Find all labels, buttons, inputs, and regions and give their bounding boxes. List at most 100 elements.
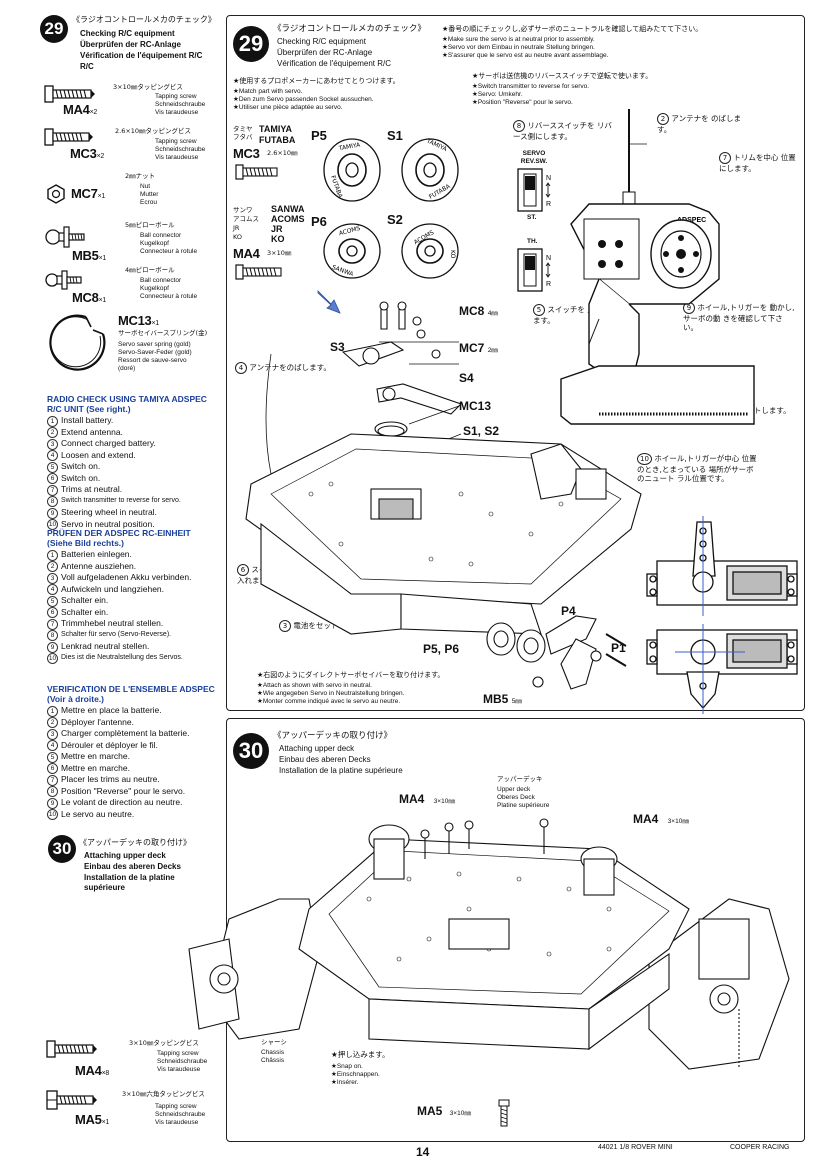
part-mc3-code: MC3×2 <box>70 146 104 161</box>
part-mc8-name-en: Ball connector <box>140 277 182 284</box>
reverse-switch-st: N R <box>517 168 551 212</box>
chassis-fr: Châssis <box>261 1057 285 1064</box>
part30-ma5-name-de: Schneidschraube <box>155 1111 206 1118</box>
callout-2: 2 アンテナを のばします。 <box>657 113 741 134</box>
check-fr-title: VERIFICATION DE L'ENSEMBLE ADSPEC (Voir … <box>47 684 215 704</box>
footer-code: 44021 1/8 ROVER MINI <box>598 1144 673 1151</box>
step-29-panel-title-en: Checking R/C equipment <box>277 37 366 46</box>
step-29-title-de: Überprüfen der RC-Anlage <box>80 40 181 49</box>
snap-fr: ★Insérer. <box>331 1079 359 1086</box>
part-ma4-name-en: Tapping screw <box>155 93 197 100</box>
check-item-number: 4 <box>47 584 58 595</box>
label-ma4-right: MA4 3×10㎜ <box>633 812 689 826</box>
tamiya-screw-code: MC3 <box>233 146 260 161</box>
check-item-number: 9 <box>47 507 58 519</box>
check-item-text: Extend antenna. <box>61 426 123 437</box>
arrow-down-right-icon <box>317 290 341 314</box>
check-item-number: 10 <box>47 809 58 820</box>
sanwa-screw-code: MA4 <box>233 246 260 261</box>
reverse-note-en: ★Switch transmitter to reverse for servo… <box>472 83 590 90</box>
callout-8: 8 リバーススイッチを リバース側にします。 <box>513 120 612 141</box>
part-mc8-jp: 4㎜ピローボール <box>125 266 175 274</box>
part-ma4-code: MA4×2 <box>63 102 97 117</box>
check-item-number: 5 <box>47 751 58 763</box>
part-mb5-name-en: Ball connector <box>140 232 182 239</box>
check-item-number: 1 <box>47 415 58 427</box>
check-item-text: Switch transmitter to reverse for servo. <box>61 496 181 504</box>
callout-3: 3 電池をセットします。 <box>279 620 389 632</box>
spring-name-de: Servo-Saver-Feder (gold) <box>118 349 192 356</box>
attach-note-de: ★Wie angegeben Servo in Neutralstellung … <box>257 690 405 697</box>
check-item-text: Switch on. <box>61 472 101 483</box>
check-item-number: 1 <box>47 705 58 717</box>
part-mc3-jp: 2.6×10㎜タッピングビス <box>115 127 192 135</box>
servo-saver-s2-icon: ACOMS KO <box>401 223 459 279</box>
propo-note-de: ★Den zum Servo passenden Sockel aussuche… <box>233 96 374 103</box>
servo-horn-p6-icon: ACOMS SANWA <box>323 223 381 279</box>
servo-rev-label: SERVO REV.SW. <box>520 150 548 165</box>
callout-7: 7 トリムを中心 位置にします。 <box>719 152 796 173</box>
propo-note-en: ★Match part with servo. <box>233 88 303 95</box>
check-en-title: RADIO CHECK USING TAMIYA ADSPEC R/C UNIT… <box>47 394 207 414</box>
attach-note-jp: ★右図のようにダイレクトサーボセイバーを取り付けます。 <box>257 671 445 679</box>
step-30-title-jp: 《アッパーデッキの取り付け》 <box>79 838 191 847</box>
label-mc7: MC7 2㎜ <box>459 341 498 355</box>
check-item-text: Trimmhebel neutral stellen. <box>61 618 164 628</box>
th-label: TH. <box>527 238 538 245</box>
part-mc7-jp: 2㎜ナット <box>125 172 156 180</box>
reverse-note-de: ★Servo: Umkehr. <box>472 91 523 98</box>
servo-neutral-detail-top <box>646 516 798 616</box>
svg-text:KO: KO <box>449 250 456 259</box>
check-item-number: 10 <box>47 519 58 530</box>
spring-name-en: Servo saver spring (gold) <box>118 341 191 348</box>
part30-ma4-name-de: Schneidschraube <box>157 1058 208 1065</box>
check-item-number: 3 <box>47 572 58 584</box>
step-29-panel-badge: 29 <box>233 26 269 62</box>
hex-screw-icon <box>498 1099 510 1127</box>
check-item-text: Charger complètement la batterie. <box>61 728 190 738</box>
svg-text:N: N <box>546 175 551 182</box>
ball-connector-small-icon <box>45 270 82 290</box>
step-29-title-fr: Vérification de l'équipement R/C <box>80 51 203 60</box>
check-item-number: 2 <box>47 717 58 728</box>
part-mb5-name-fr: Connecteur à rotule <box>140 248 198 255</box>
reverse-switch-th: N R <box>517 248 551 292</box>
check-item-text: Voll aufgeladenen Akku verbinden. <box>61 572 192 582</box>
part-mc3-name-en: Tapping screw <box>155 138 197 145</box>
check-item-number: 1 <box>47 549 58 561</box>
check-item-text: Dérouler et déployer le fil. <box>61 739 158 750</box>
tamiya-code: P5 <box>311 128 327 143</box>
spring-icon <box>49 314 106 371</box>
check-item-number: 3 <box>47 438 58 450</box>
check-item-number: 8 <box>47 786 58 797</box>
check-item-text: Switch on. <box>61 461 101 471</box>
part-mc7-name-en: Nut <box>140 183 151 190</box>
part-mb5-code: MB5×1 <box>72 248 106 263</box>
svg-text:ADSPEC: ADSPEC <box>677 217 706 224</box>
part-ma4-jp: 3×10㎜タッピングビス <box>113 83 183 91</box>
snap-jp: ★押し込みます。 <box>331 1050 390 1059</box>
label-s4: S4 <box>459 371 474 385</box>
check-item-number: 7 <box>47 618 58 630</box>
servo-saver-s1-icon: TAMIYA FUTABA <box>401 137 459 202</box>
step-30-title-en: Attaching upper deck <box>84 851 166 860</box>
check-item-text: Lenkrad neutral stellen. <box>61 641 150 651</box>
tamiya-jp: タミヤフタバ <box>233 125 253 141</box>
